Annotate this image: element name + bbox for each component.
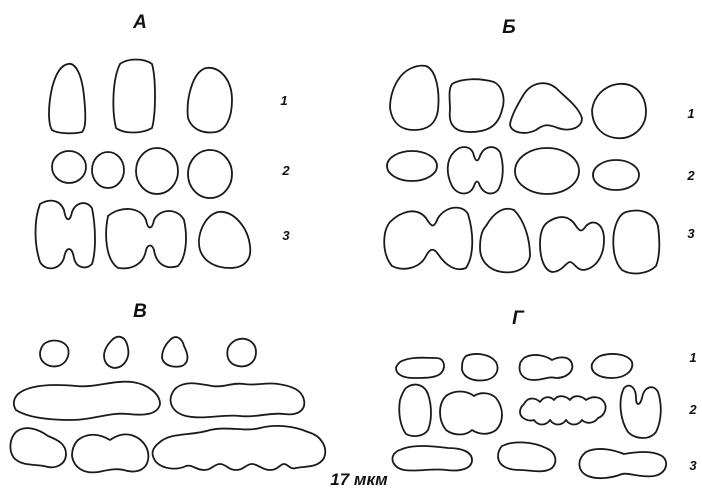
scale-label: 17 мкм [330, 470, 388, 489]
shape-d2-4 [621, 386, 661, 438]
panel-c: В [10, 301, 325, 472]
shape-b2-4 [593, 160, 639, 190]
panel-a-row-label-1: 1 [280, 93, 287, 108]
panel-b-row-label-2: 2 [686, 168, 695, 183]
shape-a1-2 [113, 60, 155, 133]
shape-c1-1 [40, 341, 69, 367]
shape-d2-1 [399, 385, 431, 436]
shape-c2-1 [14, 382, 160, 420]
shape-a3-3 [199, 212, 250, 268]
shape-d2-3 [520, 396, 606, 424]
panel-c-row-1 [40, 337, 256, 368]
panel-c-row-2 [14, 382, 304, 420]
shape-c1-3 [162, 337, 188, 367]
shape-c3-1 [10, 428, 66, 467]
shape-d1-2 [462, 354, 498, 381]
panel-b-row-3 [384, 208, 659, 274]
panel-b-row-2 [387, 147, 639, 194]
shape-d2-2 [440, 392, 502, 435]
panel-a-row-label-3: 3 [282, 228, 290, 243]
shape-b1-2 [450, 79, 504, 132]
shape-a2-2 [92, 152, 124, 188]
shape-a2-4 [188, 150, 232, 198]
shape-d1-1 [396, 358, 444, 378]
panel-a-label: А [132, 12, 147, 33]
panel-d-label: Г [512, 308, 525, 329]
panel-b-row-label-3: 3 [687, 226, 695, 241]
panel-b: Б 1 2 3 [384, 17, 695, 273]
shape-b3-3 [540, 217, 604, 272]
panel-d-row-label-1: 1 [689, 350, 696, 365]
panel-c-row-3 [10, 426, 325, 472]
shape-b3-4 [613, 211, 659, 274]
panel-d: Г 1 2 3 [392, 308, 697, 478]
panel-d-row-label-3: 3 [689, 458, 697, 473]
shape-d3-1 [392, 446, 472, 471]
shape-a1-1 [49, 64, 85, 134]
shape-d1-4 [592, 354, 633, 378]
panel-a-row-3 [36, 201, 251, 269]
shape-b1-1 [390, 66, 439, 130]
shape-a1-3 [188, 68, 232, 133]
shape-b1-3 [510, 83, 582, 133]
shape-a2-3 [136, 148, 178, 194]
shape-b3-1 [384, 208, 472, 270]
shape-c3-2 [72, 434, 148, 472]
shape-a2-1 [52, 151, 86, 183]
shape-b2-1 [387, 151, 437, 181]
shape-c1-4 [227, 339, 256, 367]
panel-c-label: В [133, 301, 147, 322]
panel-d-row-label-2: 2 [688, 402, 697, 417]
shape-b1-4 [592, 84, 646, 138]
shape-d3-2 [498, 442, 555, 471]
panel-a: А 1 2 3 [36, 12, 291, 268]
shape-d1-3 [520, 355, 573, 380]
panel-b-row-1 [390, 66, 646, 139]
panel-a-row-2 [52, 148, 232, 198]
shape-b2-3 [515, 148, 579, 194]
panel-a-row-label-2: 2 [281, 163, 290, 178]
panel-b-row-label-1: 1 [687, 106, 694, 121]
panel-d-row-3 [392, 442, 666, 478]
shape-c3-3 [153, 426, 326, 470]
shape-c2-2 [171, 383, 305, 417]
panel-d-row-1 [396, 354, 632, 381]
shape-b2-2 [448, 147, 503, 193]
panel-b-label: Б [502, 17, 515, 38]
shape-b3-2 [480, 209, 530, 273]
shape-a3-2 [106, 209, 186, 268]
panel-d-row-2 [399, 385, 661, 438]
shape-c1-2 [104, 337, 128, 368]
shape-a3-1 [36, 201, 96, 269]
panel-a-row-1 [49, 60, 232, 134]
shape-d3-3 [579, 449, 666, 478]
